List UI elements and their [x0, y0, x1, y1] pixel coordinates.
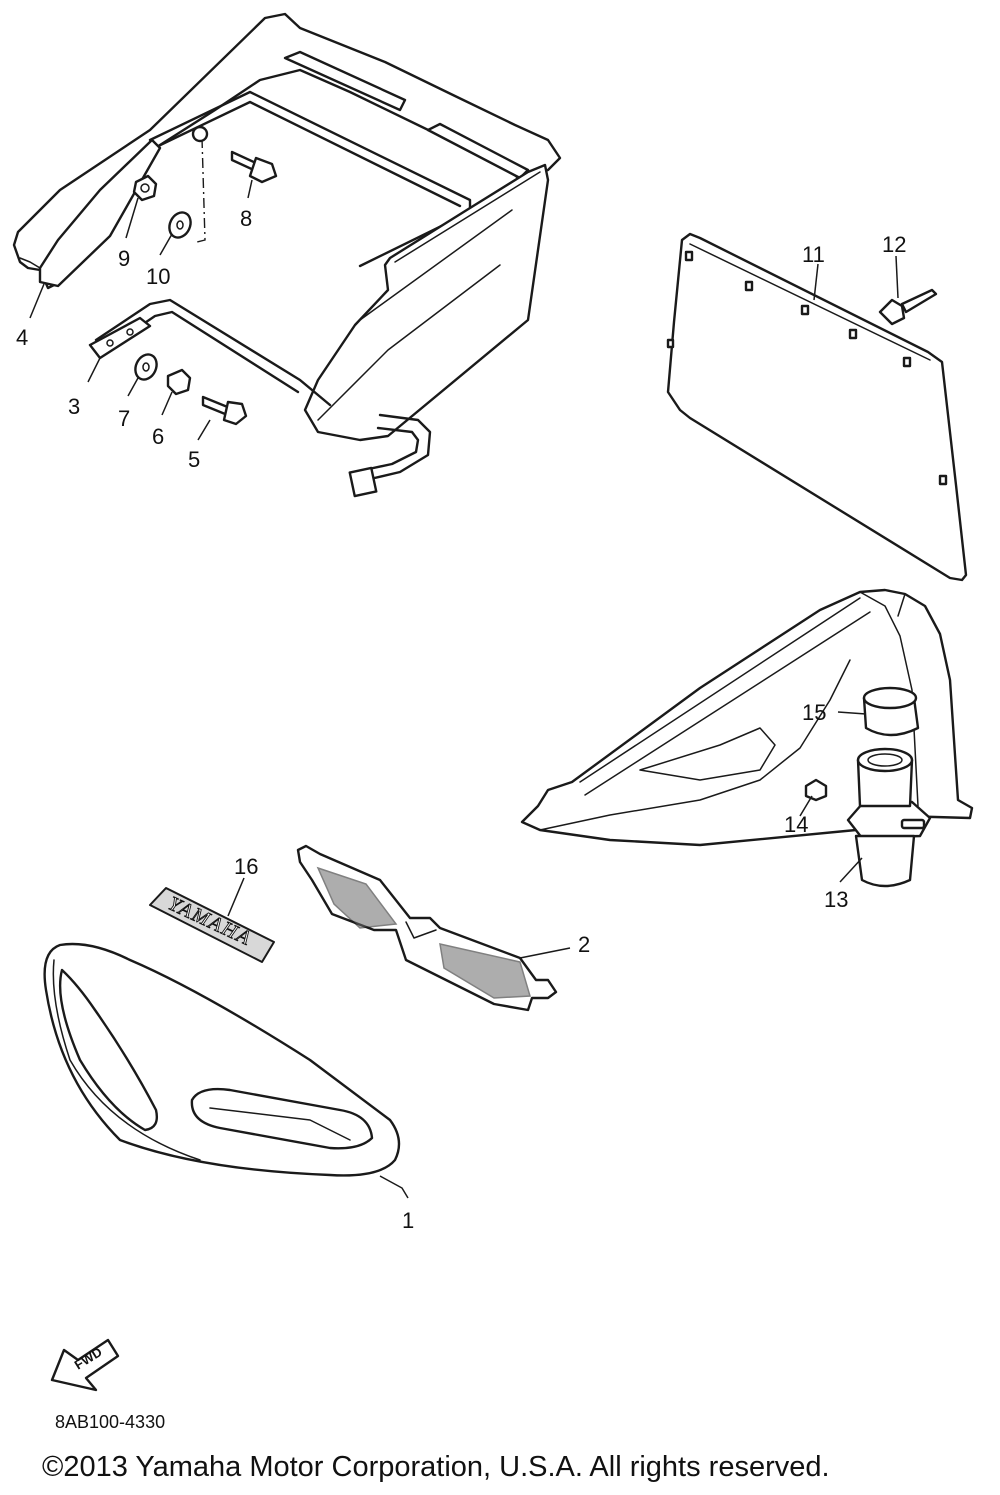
callout-1: 1: [402, 1208, 414, 1233]
callout-12: 12: [882, 232, 906, 257]
fitting-13: [846, 747, 932, 888]
nut-9: [132, 174, 158, 202]
diagram-code: 8AB100-4330: [55, 1412, 165, 1432]
callout-9: 9: [118, 246, 130, 271]
callout-2: 2: [578, 932, 590, 957]
frame-assembly: [12, 12, 562, 498]
leader-lines: [29, 179, 899, 1199]
callout-3: 3: [68, 394, 80, 419]
callouts: 1 2 3 4 5 6 7 8 9 10 11 12 13 14 15 16: [16, 206, 906, 1233]
fwd-arrow-icon: FWD: [50, 1338, 120, 1392]
callout-8: 8: [240, 206, 252, 231]
callout-4: 4: [16, 325, 28, 350]
callout-5: 5: [188, 447, 200, 472]
panel-holes: [666, 250, 948, 486]
mount-hole: [191, 125, 209, 143]
callout-16: 16: [234, 854, 258, 879]
callout-10: 10: [146, 264, 170, 289]
copyright-notice: ©2013 Yamaha Motor Corporation, U.S.A. A…: [42, 1451, 830, 1483]
cap-15: [862, 686, 920, 737]
decal-16: YAMAHA: [149, 887, 275, 963]
cover-1: [43, 942, 401, 1177]
assembly-line-10: [196, 137, 206, 243]
callout-11: 11: [802, 242, 825, 267]
pin-12: [878, 288, 938, 326]
bolt-5: [201, 395, 248, 426]
vent-2: [296, 844, 558, 1012]
washer-10: [168, 211, 192, 239]
callout-14: 14: [784, 812, 808, 837]
collar-6: [166, 368, 192, 396]
bolt-8: [230, 150, 278, 184]
callout-7: 7: [118, 406, 130, 431]
panel-11: [666, 232, 968, 582]
decal-text: YAMAHA: [165, 893, 255, 951]
callout-15: 15: [802, 700, 826, 725]
callout-6: 6: [152, 424, 164, 449]
washer-7: [134, 353, 158, 381]
clip-14: [804, 778, 828, 802]
callout-13: 13: [824, 887, 848, 912]
